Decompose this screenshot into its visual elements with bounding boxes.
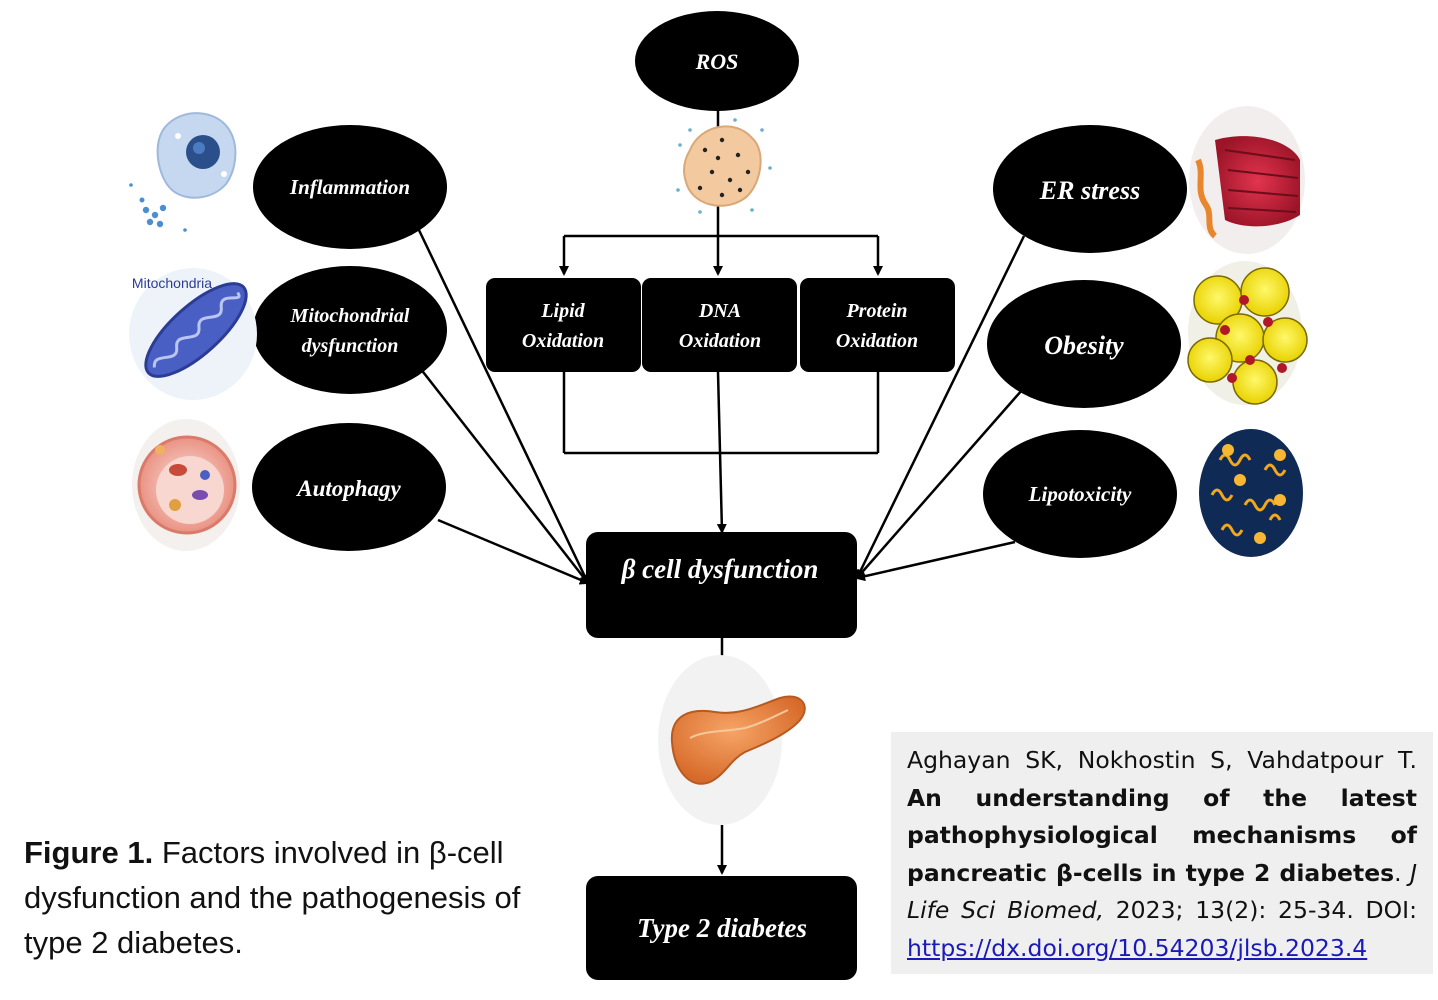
autophagy-node: Autophagy: [252, 423, 446, 551]
protein-oxidation-node: Protein Oxidation: [800, 278, 955, 372]
inflammation-label: Inflammation: [289, 175, 410, 199]
obesity-node: Obesity: [987, 280, 1181, 408]
lipotoxicity-node: Lipotoxicity: [983, 430, 1177, 558]
protein-oxidation-line2: Oxidation: [836, 330, 918, 352]
autophagy-label: Autophagy: [295, 476, 401, 501]
type-2-diabetes-label: Type 2 diabetes: [637, 913, 807, 943]
dna-oxidation-line1: DNA: [698, 300, 741, 322]
figure-caption-label: Figure 1.: [24, 835, 154, 870]
mitochondria-label: Mitochondria: [132, 275, 212, 291]
figure-caption: Figure 1. Factors involved in β-cell dys…: [24, 830, 544, 965]
ros-cell-image: [676, 118, 772, 214]
dna-oxidation-node: DNA Oxidation: [642, 278, 797, 372]
citation-authors: Aghayan SK, Nokhostin S, Vahdatpour T.: [907, 746, 1417, 774]
lipid-oxidation-node: Lipid Oxidation: [486, 278, 641, 372]
arrow-lipotoxicity-to-beta: [855, 540, 1016, 582]
adipocytes-image: [1187, 261, 1308, 405]
protein-oxidation-line1: Protein: [845, 300, 907, 322]
arrow-mitochondrial-to-beta: [419, 367, 590, 585]
er-stress-label: ER stress: [1039, 176, 1140, 205]
type-2-diabetes-node: Type 2 diabetes: [586, 876, 857, 980]
mitochondrial-dysfunction-node: Mitochondrial dysfunction: [253, 266, 447, 394]
arrow-inflammation-to-beta: [416, 227, 590, 585]
inflammation-node: Inflammation: [253, 125, 447, 249]
obesity-label: Obesity: [1044, 331, 1124, 360]
arrow-dna-to-beta: [716, 371, 727, 534]
figure-caption-text: Factors involved in β-cell dysfunction a…: [24, 835, 521, 960]
mitochondrial-label-line1: Mitochondrial: [290, 305, 410, 327]
citation-box: Aghayan SK, Nokhostin S, Vahdatpour T. A…: [891, 732, 1433, 974]
citation-doi-link[interactable]: https://dx.doi.org/10.54203/jlsb.2023.4: [907, 933, 1368, 962]
er-image: [1189, 106, 1305, 254]
mitochondria-image: Mitochondria: [129, 268, 257, 400]
lipid-oxidation-line2: Oxidation: [522, 330, 604, 352]
immune-cell-image: [129, 112, 237, 232]
lipotoxicity-label: Lipotoxicity: [1028, 482, 1132, 506]
citation-details: 2023; 13(2): 25-34. DOI:: [1103, 896, 1417, 924]
arrow-autophagy-to-beta: [437, 518, 590, 585]
ros-label: ROS: [695, 49, 739, 74]
beta-cell-dysfunction-node: β cell dysfunction: [586, 532, 857, 638]
lipid-droplets-image: [1199, 429, 1303, 557]
citation-journal: J Life Sci Biomed,: [907, 858, 1417, 925]
er-stress-node: ER stress: [993, 125, 1187, 253]
autophagy-cell-image: [132, 419, 240, 551]
ros-node: ROS: [635, 11, 799, 111]
arrow-er-stress-to-beta: [855, 235, 1026, 580]
citation-title: An understanding of the latest pathophys…: [907, 783, 1417, 887]
mitochondrial-label-line2: dysfunction: [302, 335, 399, 357]
pancreas-image: [658, 655, 806, 825]
citation-title-end: .: [1394, 858, 1402, 887]
dna-oxidation-line2: Oxidation: [679, 330, 761, 352]
arrow-obesity-to-beta: [855, 389, 1023, 580]
beta-cell-dysfunction-label: β cell dysfunction: [621, 554, 819, 584]
lipid-oxidation-line1: Lipid: [540, 300, 585, 322]
connectors: [416, 110, 1026, 875]
